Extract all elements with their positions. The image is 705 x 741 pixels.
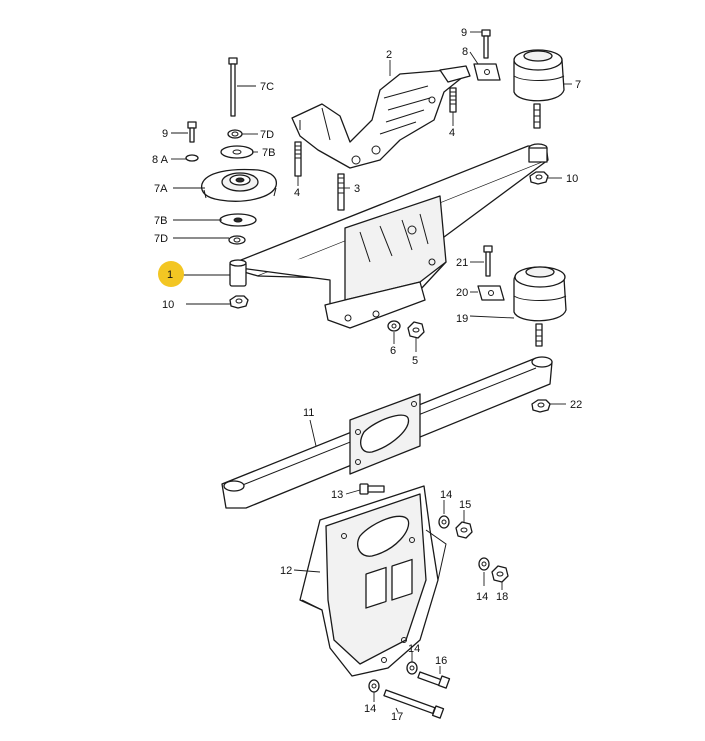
washer-6 <box>387 320 401 332</box>
callout-9-left[interactable]: 9 <box>162 128 168 140</box>
shield-plate-12 <box>299 485 447 677</box>
callout-17[interactable]: 17 <box>391 711 403 723</box>
washer-14-c <box>406 661 418 675</box>
washer-14-b <box>478 557 490 571</box>
nut-10-right <box>529 171 549 185</box>
washer-14-a <box>438 515 450 529</box>
bolt-7c <box>228 57 238 117</box>
crossmember-upper <box>229 143 549 329</box>
callout-20[interactable]: 20 <box>456 287 468 299</box>
washer-14-d <box>368 679 380 693</box>
callout-7c[interactable]: 7C <box>260 81 274 93</box>
callout-22[interactable]: 22 <box>570 399 582 411</box>
callout-14-b[interactable]: 14 <box>476 591 488 603</box>
callout-7d-bottom[interactable]: 7D <box>154 233 168 245</box>
nut-18 <box>491 565 509 583</box>
washer-7b-bottom <box>219 213 257 227</box>
stud-4-left <box>294 141 302 177</box>
bracket-8 <box>473 63 501 81</box>
nut-10-left <box>229 295 249 309</box>
bolt-9-left <box>187 121 197 143</box>
callout-4-right[interactable]: 4 <box>449 127 455 139</box>
nut-15 <box>455 521 473 539</box>
selected-item-highlight[interactable] <box>158 261 184 287</box>
callout-19[interactable]: 19 <box>456 313 468 325</box>
hydraulic-mount-7 <box>513 49 565 129</box>
callout-10-left[interactable]: 10 <box>162 299 174 311</box>
callout-7b-top[interactable]: 7B <box>262 147 275 159</box>
callout-14-d[interactable]: 14 <box>364 703 376 715</box>
callout-1[interactable]: 1 <box>167 269 173 281</box>
callout-4-left[interactable]: 4 <box>294 187 300 199</box>
stud-3 <box>337 173 345 211</box>
nut-22 <box>531 399 551 413</box>
callout-10-right[interactable]: 10 <box>566 173 578 185</box>
bolt-13 <box>359 483 385 495</box>
leader-lines <box>171 31 572 713</box>
nut-5 <box>407 321 425 339</box>
callout-7[interactable]: 7 <box>575 79 581 91</box>
callout-7b-bottom[interactable]: 7B <box>154 215 167 227</box>
callout-7d-top[interactable]: 7D <box>260 129 274 141</box>
washer-7d-top <box>227 129 243 139</box>
bolt-16 <box>417 671 451 689</box>
rubber-mount-7a <box>200 168 278 202</box>
callout-13[interactable]: 13 <box>331 489 343 501</box>
bolt-21 <box>483 245 493 277</box>
callout-11[interactable]: 11 <box>303 407 314 419</box>
callout-2[interactable]: 2 <box>386 49 392 61</box>
callout-7a[interactable]: 7A <box>154 183 168 195</box>
washer-7b-top <box>220 145 254 159</box>
callout-16[interactable]: 16 <box>435 655 447 667</box>
bolt-17 <box>383 689 445 719</box>
callout-3[interactable]: 3 <box>354 183 360 195</box>
callout-14-a[interactable]: 14 <box>440 489 452 501</box>
crossmember-lower-11 <box>221 356 553 509</box>
transmission-bracket-2 <box>291 65 471 169</box>
washer-8a <box>185 154 199 162</box>
callout-8a[interactable]: 8 A <box>152 154 169 166</box>
callout-9-right[interactable]: 9 <box>461 27 467 39</box>
callout-8[interactable]: 8 <box>462 46 468 58</box>
washer-7d-bottom <box>228 235 246 245</box>
callout-21[interactable]: 21 <box>456 257 468 269</box>
bolt-9-right <box>481 29 491 59</box>
callout-5[interactable]: 5 <box>412 355 418 367</box>
stud-4-right <box>449 87 457 113</box>
callout-14-c[interactable]: 14 <box>408 643 420 655</box>
callout-6[interactable]: 6 <box>390 345 396 357</box>
callout-15[interactable]: 15 <box>459 499 471 511</box>
callout-12[interactable]: 12 <box>280 565 292 577</box>
hydraulic-mount-19 <box>513 266 567 347</box>
callout-18[interactable]: 18 <box>496 591 508 603</box>
bracket-20 <box>477 285 505 301</box>
